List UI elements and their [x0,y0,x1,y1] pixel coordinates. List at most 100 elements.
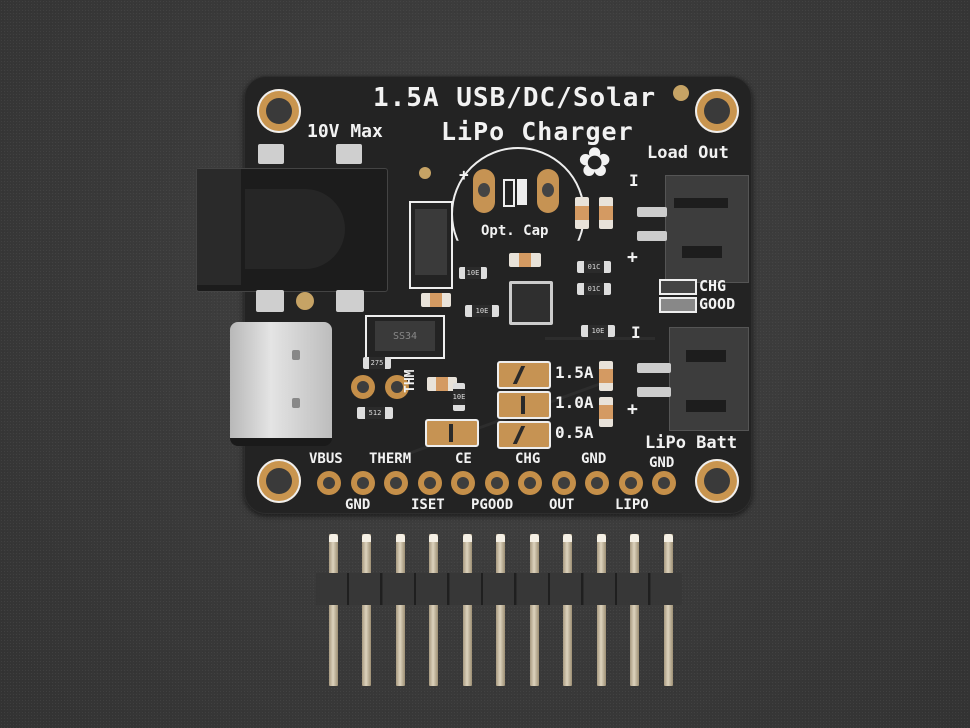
pcb-trace [545,337,655,340]
pin-label-out: OUT [549,497,575,513]
via-pad [419,167,431,179]
diode-outline [409,201,453,289]
board-title-line2: LiPo Charger [441,117,634,146]
fiducial-pad [673,85,689,101]
resistor: 275 [363,357,391,369]
lipo-batt-jst-connector[interactable] [669,327,749,431]
connector-pin [637,207,667,217]
usb-c-port[interactable] [230,322,332,446]
header-pin [563,534,572,686]
pin-label-therm: THERM [369,451,412,467]
max-voltage-label: 10V Max [307,121,383,142]
header-pin [362,534,371,686]
current-jumper-1-0a[interactable] [497,391,551,419]
pin-label-pgood: PGOOD [471,497,514,513]
resistor: 01C [577,283,611,295]
header-pin [429,534,438,686]
current-jumper-0-5a[interactable] [497,421,551,449]
dc-barrel-jack[interactable] [196,168,388,292]
good-led-label: GOOD [699,295,736,313]
good-led [659,297,697,313]
current-label-1-5a: 1.5A [555,363,594,382]
charger-pcb: 1.5A USB/DC/Solar LiPo Charger 10V Max ✿… [244,76,752,514]
pin-pad-ce[interactable] [451,471,475,495]
header-pin [496,534,505,686]
mounting-hole-top-right [695,89,739,133]
connector-pin [637,231,667,241]
pin-pad-chg[interactable] [518,471,542,495]
opt-cap-label: Opt. Cap [481,223,549,239]
load-out-jst-connector[interactable] [665,175,749,283]
connector-pin [637,387,671,397]
ceramic-capacitor [427,377,457,391]
jack-mount-tab [336,144,362,164]
mounting-hole-top-left [257,89,301,133]
mounting-hole-bottom-right [695,459,739,503]
resistor: 512 [357,407,393,419]
current-jumper-1-5a[interactable] [497,361,551,389]
ceramic-capacitor [599,361,613,391]
thm-label: THM [403,369,418,393]
pin-label-lipo-gnd: GND [649,455,675,471]
cap-polarity-symbol [517,179,527,205]
header-pin [329,534,338,686]
lipo-plus: + [627,399,638,420]
resistor: 10E [581,325,615,337]
pin-label-chg: CHG [515,451,541,467]
pin-pad-iset[interactable] [418,471,442,495]
ceramic-capacitor [599,197,613,229]
pin-label-lipo: LIPO [615,497,649,513]
resistor: 01C [577,261,611,273]
jack-mount-tab [258,144,284,164]
connector-pin [637,363,671,373]
board-title-line1: 1.5A USB/DC/Solar [373,83,657,113]
pin-label-ce: CE [455,451,472,467]
ceramic-capacitor [575,197,589,229]
pin-pad-vbus[interactable] [317,471,341,495]
load-out-minus: I [629,171,639,190]
ceramic-capacitor [599,397,613,427]
pin-label-vbus: VBUS [309,451,343,467]
pin-pad-gnd-2[interactable] [585,471,609,495]
chg-led [659,279,697,295]
opt-cap-pad-negative [537,169,559,213]
thm-solder-jumper[interactable] [425,419,479,447]
jack-mount-tab [336,290,364,312]
schottky-diode: SS34 [375,321,435,351]
via-pad [296,292,314,310]
pin-label-gnd-bottom: GND [345,497,371,513]
resistor: 10E [459,267,487,279]
pin-label-gnd: GND [581,451,607,467]
header-pin [597,534,606,686]
load-out-plus: + [627,247,638,268]
opt-cap-plus: + [459,165,469,184]
lipo-batt-label: LiPo Batt [645,433,738,453]
header-pin [664,534,673,686]
adafruit-flower-logo-icon: ✿ [579,129,611,189]
current-label-1-0a: 1.0A [555,393,594,412]
pin-pad-therm[interactable] [384,471,408,495]
pin-pad-pgood[interactable] [485,471,509,495]
pin-pad-lipo[interactable] [619,471,643,495]
header-pin [530,534,539,686]
pin-pad-out[interactable] [552,471,576,495]
resistor: 10E [465,305,499,317]
mounting-hole-bottom-left [257,459,301,503]
thru-hole-pad [385,375,409,399]
load-out-label: Load Out [647,143,729,163]
pin-pad-lipo-gnd[interactable] [652,471,676,495]
current-label-0-5a: 0.5A [555,423,594,442]
thru-hole-pad [351,375,375,399]
header-pin [630,534,639,686]
diode-outline: SS34 [365,315,445,359]
cap-polarity-symbol [503,179,515,207]
pin-label-iset: ISET [411,497,445,513]
schottky-diode [415,209,447,275]
header-pin [463,534,472,686]
jack-mount-tab [256,290,284,312]
pin-header-strip [316,573,682,605]
ceramic-capacitor [509,253,541,267]
chg-led-label: CHG [699,277,727,295]
pin-pad-gnd[interactable] [351,471,375,495]
lipo-minus: I [631,323,641,342]
